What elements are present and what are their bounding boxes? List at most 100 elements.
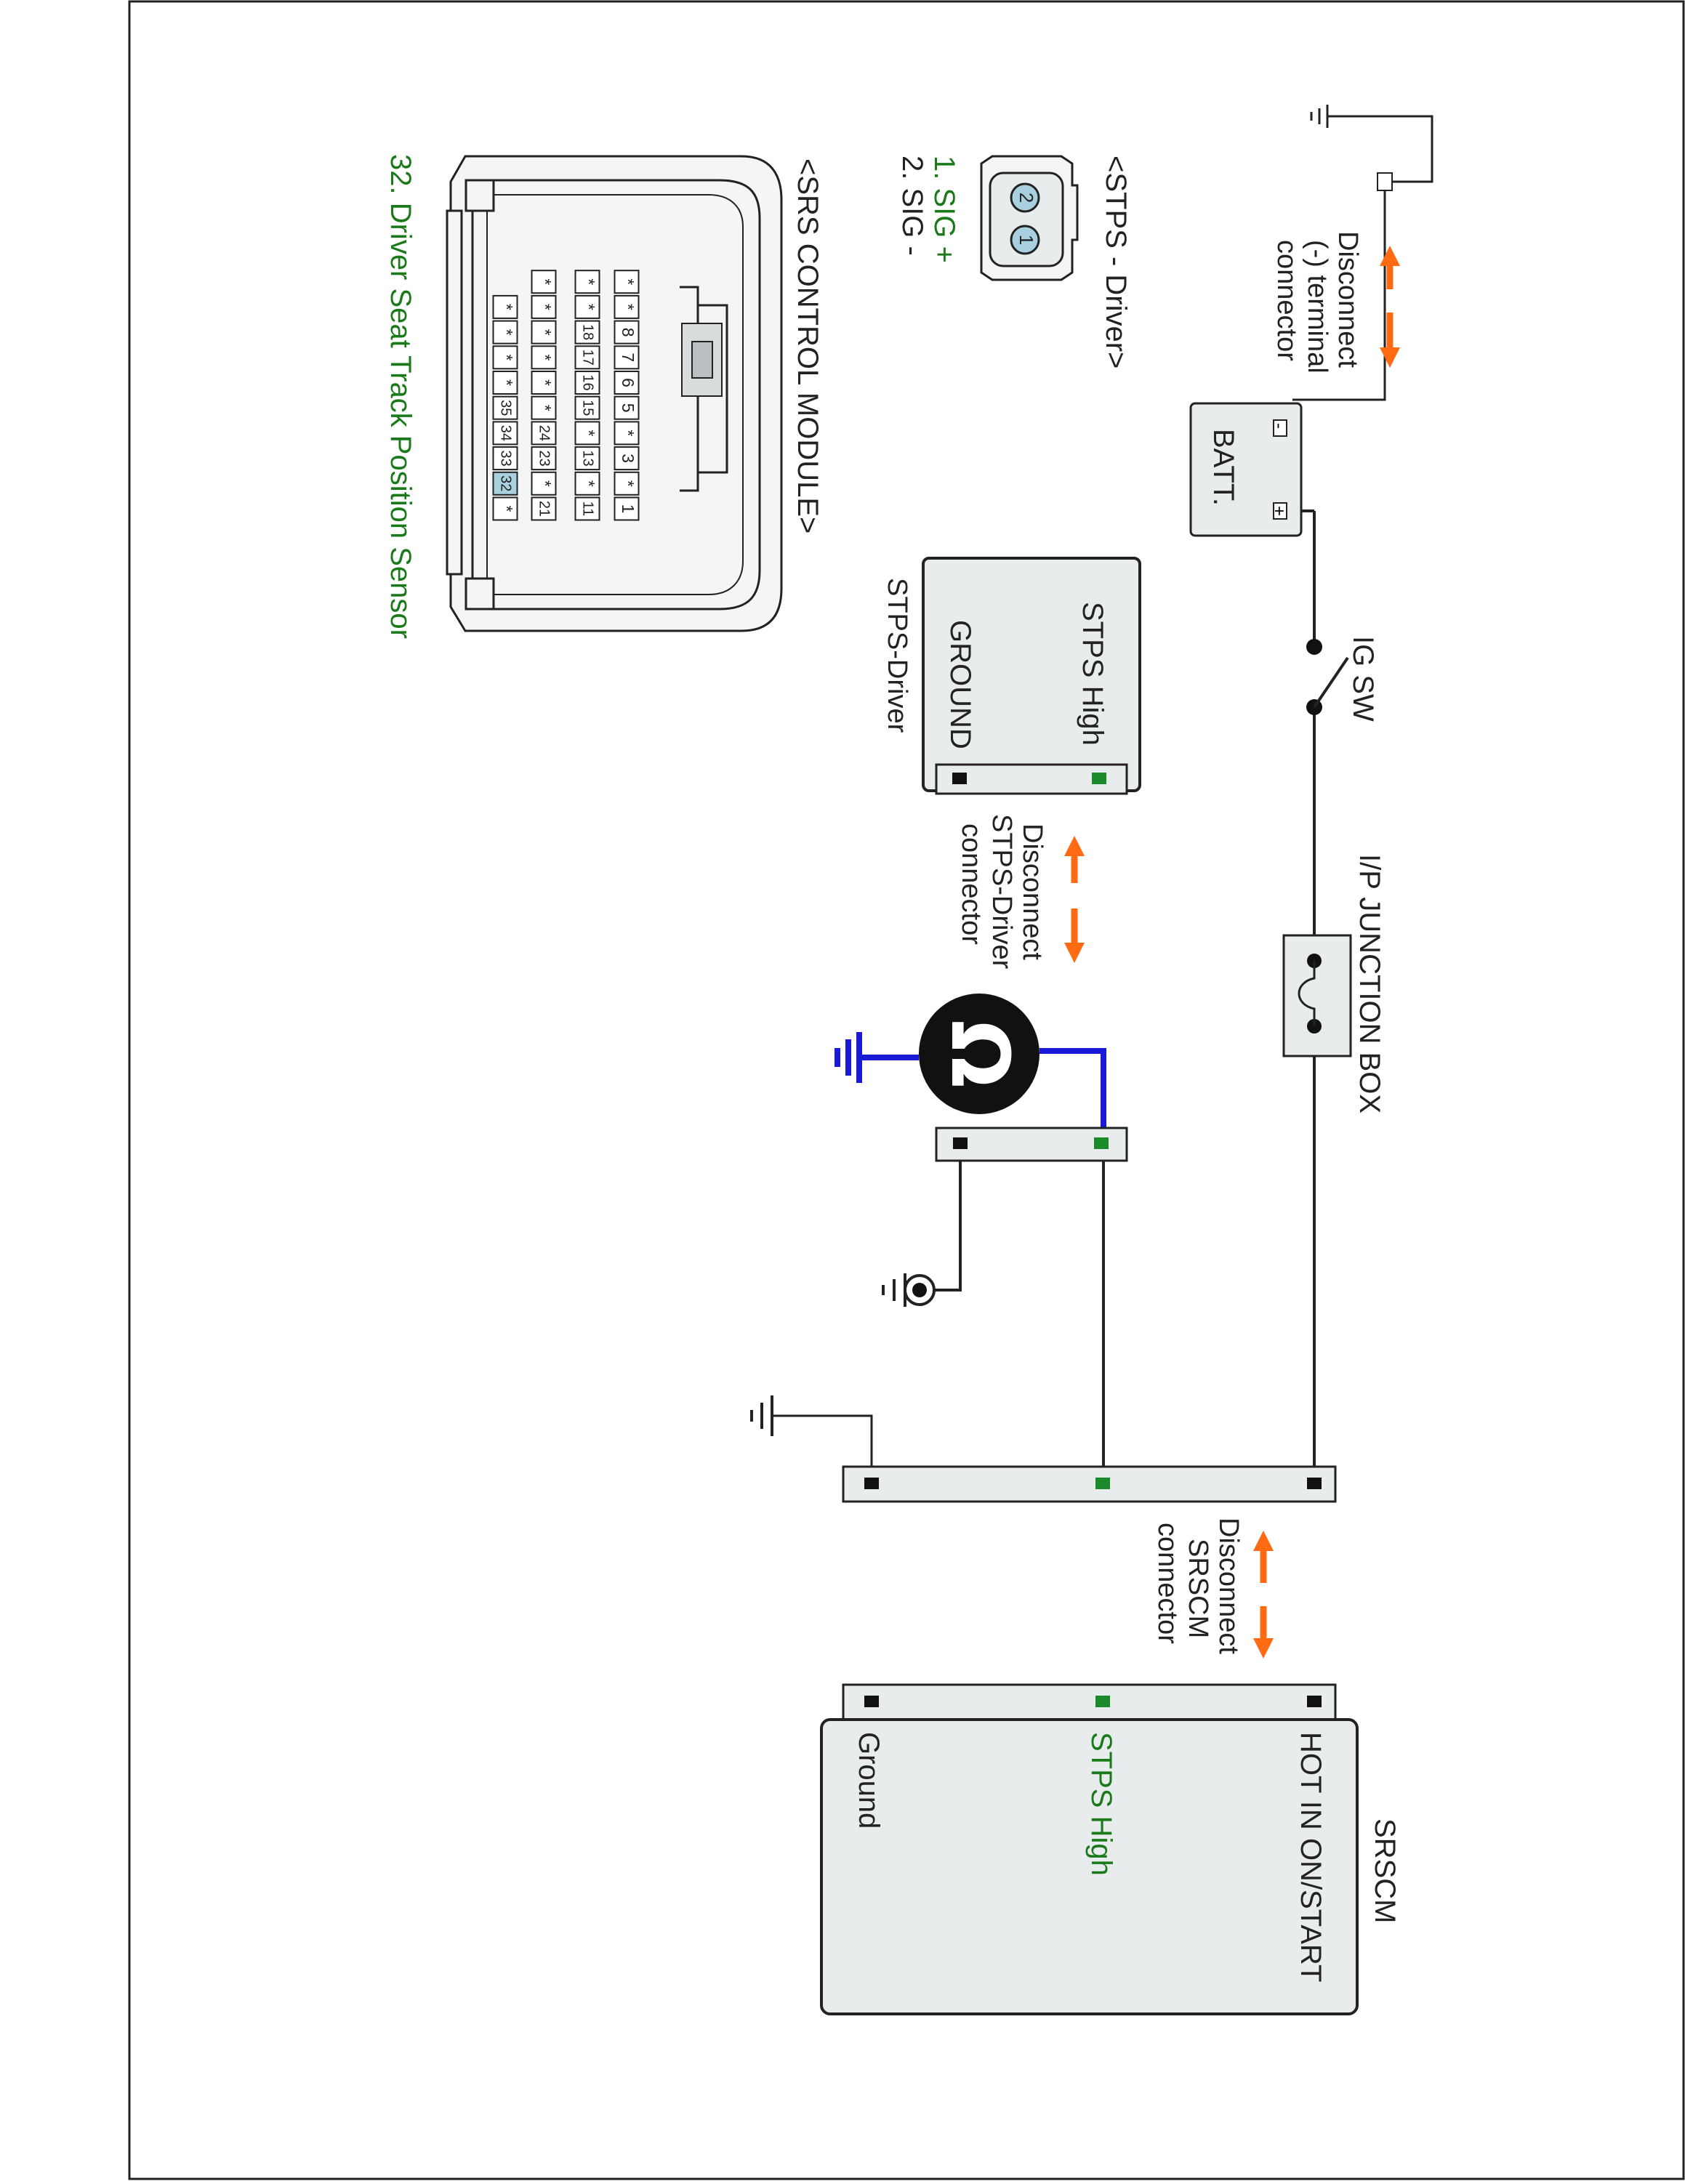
srs-pin-cell [531,421,557,446]
srs-pin-label: * [619,304,638,310]
srs-connector-caption: 32. Driver Seat Track Position Sensor [385,154,417,639]
srscm-disconnect-line-2: SRSCM [1183,1539,1213,1638]
junction-box-label: I/P JUNCTION BOX [1354,854,1386,1113]
srs-pin-label: * [536,379,555,386]
power-wire [1301,509,1316,1485]
srs-pin-cell [614,270,640,294]
stps-module-pin-high-label: STPS High [1077,602,1109,746]
srs-pin-cell [574,294,600,319]
stps-legend-sig-minus: 2. SIG - [896,156,928,256]
srs-pin-label: * [579,304,598,310]
srs-pin-cell [614,320,640,344]
srs-pin-cell [492,371,518,395]
battery: - + BATT. [1189,402,1303,537]
srs-pin-label: 13 [580,450,596,466]
srs-pin-cell [492,446,518,471]
srs-pin-label: 5 [619,403,638,413]
srs-pin-cell [531,446,557,471]
srscm-title: SRSCM [1369,1818,1401,1923]
srs-pin-cell [492,294,518,319]
srs-pin-label: 16 [580,374,596,390]
srs-connector-title: <SRS CONTROL MODULE> [792,158,824,533]
srs-pin-cell [531,371,557,395]
srs-pin-cell [574,421,600,446]
battery-disconnect-line-1: Disconnect [1332,231,1363,368]
srs-connector-pin-grid: **8765*3*1**18171615*13*11******2423*21*… [492,270,640,521]
srs-pin-label: 6 [619,378,638,387]
ig-sw-label: IG SW [1347,636,1379,722]
srs-pin-cell [492,345,518,370]
srscm-pin-hot-label: HOT IN ON/START [1295,1732,1327,1982]
srs-pin-cell [492,421,518,446]
srs-pin-cell [531,294,557,319]
srs-pin-label: 24 [536,425,552,441]
srs-pin-label: * [619,278,638,285]
srscm-disconnect-line-3: connector [1152,1523,1183,1644]
stps-module-pin-high [1092,773,1106,784]
srs-pin-cell [614,345,640,370]
srscm-pin-ground-label: Ground [853,1732,885,1829]
srs-pin-label: * [619,430,638,436]
srscm-pin-stps-high-label: STPS High [1085,1732,1117,1876]
page-frame [128,0,1685,2180]
srs-pin-cell [574,345,600,370]
srs-connector-face [446,155,783,632]
stps-disconnect-line-2: STPS-Driver [986,814,1017,970]
srs-pin-label: 15 [580,400,596,416]
srs-pin-label: 11 [580,501,596,517]
srs-pin-label: * [536,354,555,360]
stps-disconnect-arrow [1064,836,1085,963]
junction-box: I/P JUNCTION BOX [1282,854,1386,1113]
srs-pin-cell [574,446,600,471]
srs-pin-cell [492,471,518,496]
srs-pin-cell [531,471,557,496]
srs-pin-cell [574,395,600,420]
srs-pin-label: * [536,480,555,487]
stps-module-pin-ground [952,773,967,784]
srs-pin-cell [492,320,518,344]
battery-minus-sign: - [1269,423,1289,429]
srs-pin-cell [614,471,640,496]
battery-ground-symbol [1292,105,1433,401]
srs-pin-cell [574,496,600,521]
srs-pin-label: 17 [580,350,596,366]
srs-pin-cell [574,371,600,395]
stps-pin-2: 2 [1016,193,1037,203]
srs-pin-cell [492,395,518,420]
srs-pin-label: * [579,480,598,487]
srs-pin-cell [614,371,640,395]
ig-switch: IG SW [1306,636,1379,722]
srs-pin-label: 18 [580,324,596,340]
srs-pin-label: 23 [536,450,552,466]
srs-pin-label: 7 [619,352,638,362]
srs-pin-label: 35 [498,400,514,416]
srs-pin-cell [574,270,600,294]
stps-disconnect-line-1: Disconnect [1017,823,1047,960]
srs-pin-label: 34 [498,425,514,441]
srs-pin-label: * [497,354,516,360]
srs-pin-cell [531,270,557,294]
battery-disconnect-line-2: (-) terminal [1302,240,1332,374]
srs-pin-label: * [536,405,555,411]
srs-pin-label: * [579,278,598,285]
srs-pin-cell [531,345,557,370]
srs-pin-cell [614,395,640,420]
srs-pin-label: * [497,506,516,512]
srscm-module: SRSCM HOT IN ON/START STPS High Ground [820,1683,1401,2015]
srscm-disconnect-line-1: Disconnect [1213,1518,1244,1654]
srs-pin-label: 21 [536,501,552,517]
stps-module-title: STPS-Driver [882,578,912,733]
stps-pin-1: 1 [1016,235,1037,245]
stps-connector-title: <STPS - Driver> [1100,156,1132,368]
srs-pin-cell [574,471,600,496]
stps-legend-sig-plus: 1. SIG + [928,156,960,263]
srs-pin-label: 3 [619,454,638,463]
srs-pin-label: * [536,304,555,310]
srs-pin-label: * [536,329,555,336]
srs-pin-cell [574,320,600,344]
stps-disconnect-line-3: connector [956,823,986,945]
srs-pin-cell [492,496,518,521]
srs-pin-label: 33 [498,450,514,466]
